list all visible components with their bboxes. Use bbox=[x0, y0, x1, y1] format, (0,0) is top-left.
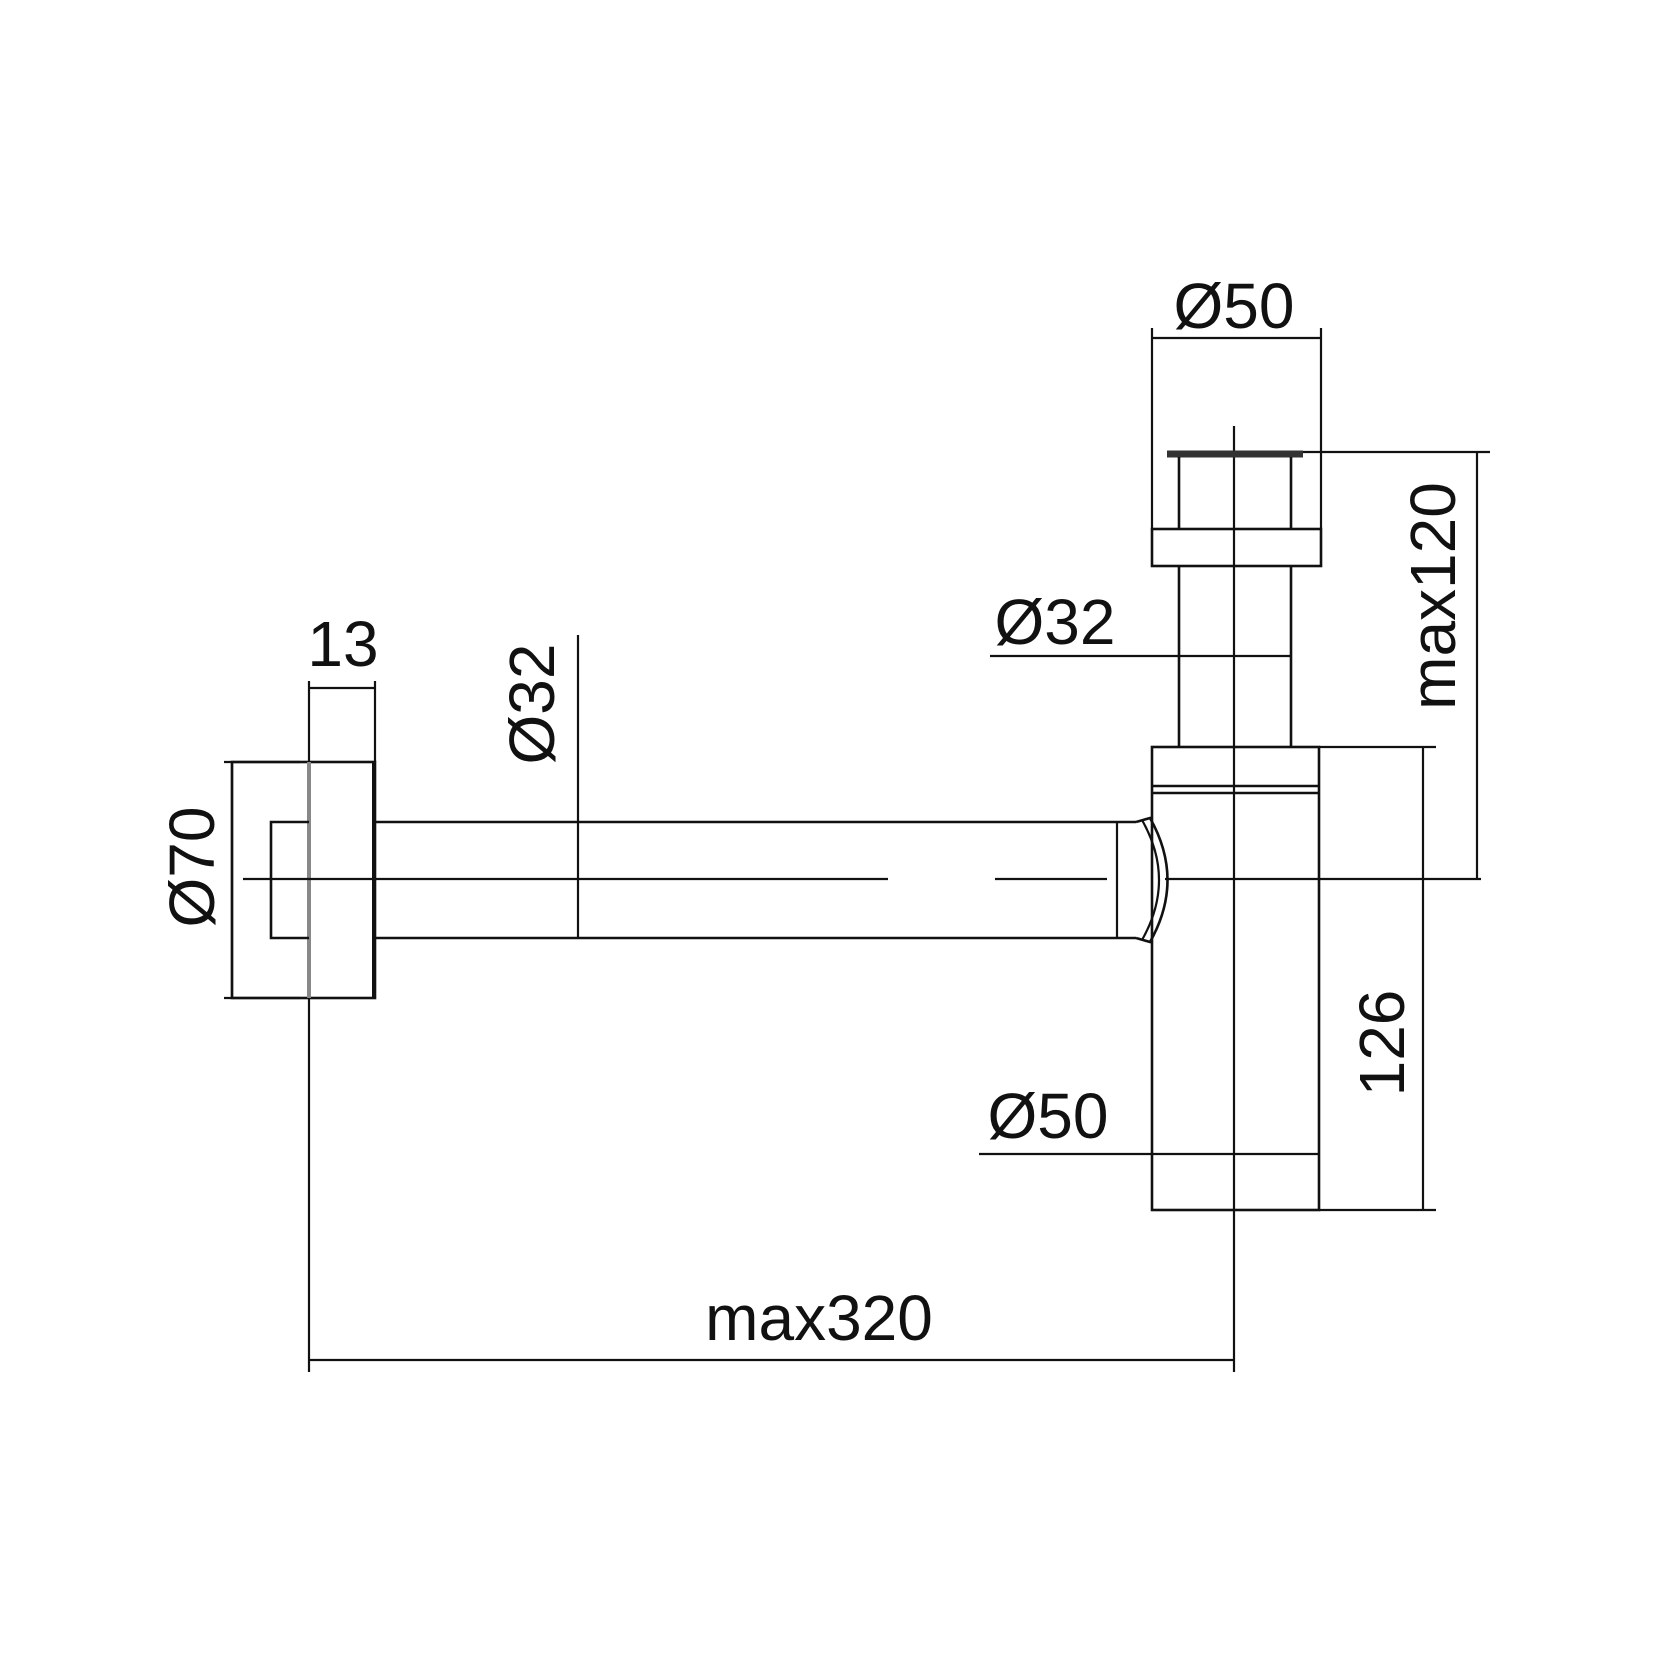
dim-pipe-diameter: Ø32 bbox=[496, 644, 568, 765]
centerlines bbox=[243, 426, 1481, 1372]
dim-length-max: max320 bbox=[705, 1282, 933, 1354]
nut bbox=[1150, 527, 1323, 568]
dim-body-diameter: Ø50 bbox=[988, 1080, 1109, 1152]
dim-stem-diameter: Ø32 bbox=[995, 586, 1116, 658]
horizontal-pipe bbox=[375, 816, 1169, 944]
trap-body bbox=[1150, 450, 1323, 1212]
dim-top-diameter: Ø50 bbox=[1174, 270, 1295, 342]
dim-flange-thickness: 13 bbox=[307, 608, 378, 680]
dimension-lines bbox=[224, 328, 1490, 1372]
dim-body-height: 126 bbox=[1346, 990, 1418, 1097]
bottle-body bbox=[1150, 745, 1321, 1212]
dim-flange-diameter: Ø70 bbox=[156, 807, 228, 928]
dim-height-max: max120 bbox=[1397, 482, 1469, 710]
